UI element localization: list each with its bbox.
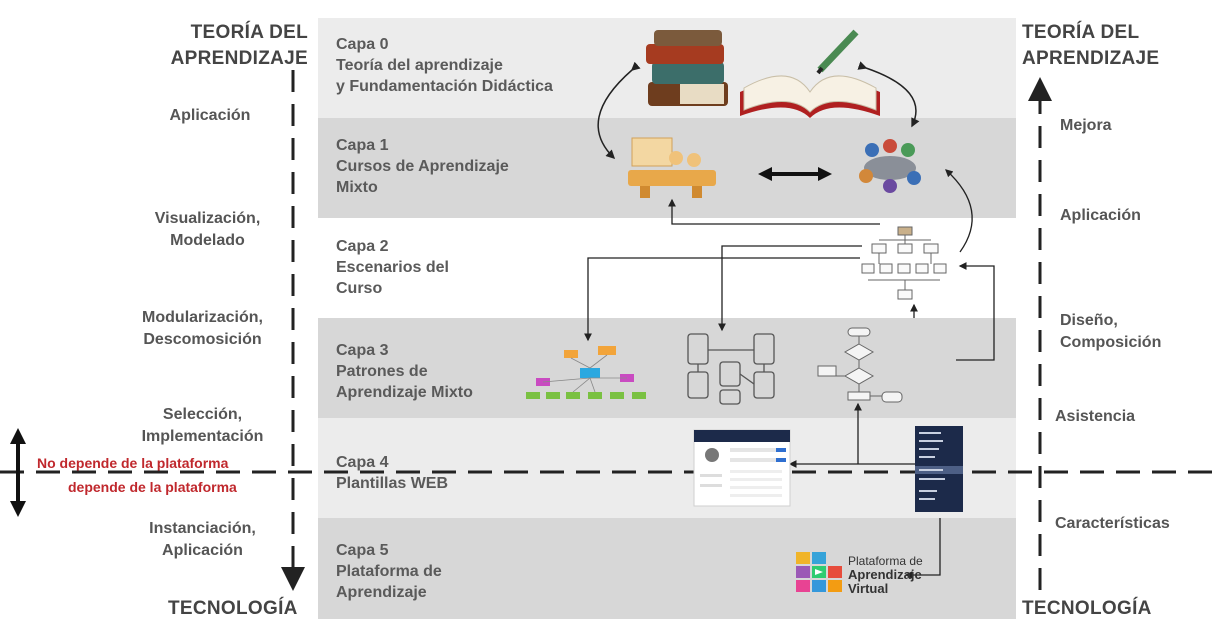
platform-independent-label: No depende de la plataforma [37,455,229,471]
left-label-aplicacion: Aplicación [169,107,251,124]
left-title-line-1: TEORÍA DEL [190,22,308,43]
right-bottom-title: TECNOLOGÍA [1022,598,1152,619]
platform-logo-icon [796,552,842,592]
layer-1-label: Capa 1 Cursos de Aprendizaje Mixto [336,137,509,196]
right-label-diseno: Diseño, Composición [1060,312,1162,351]
platform-logo-line-3: Virtual [848,581,889,596]
layer-5-label: Capa 5 Plataforma de Aprendizaje [336,542,442,601]
platform-dependent-label: depende de la plataforma [68,479,237,495]
books-icon [646,30,728,106]
left-label-visualizacion: Visualización, Modelado [154,210,261,249]
meeting-icon [859,139,921,193]
right-label-caracteristicas: Características [1055,515,1170,532]
layer-5-band [318,518,1016,619]
layer-4-band [318,418,1016,518]
mind-map-icon [526,346,646,399]
right-label-mejora: Mejora [1060,117,1112,134]
web-template-profile-icon [693,429,791,507]
bidirectional-arrow-icon [758,167,832,181]
right-title-line-2: APRENDIZAJE [1022,48,1160,69]
right-label-asistencia: Asistencia [1055,408,1136,425]
left-title-line-2: APRENDIZAJE [170,48,308,69]
left-bottom-title: TECNOLOGÍA [168,598,298,619]
layer-0-label: Capa 0 Teoría del aprendizaje y Fundamen… [336,36,553,95]
left-label-instanciacion: Instanciación, Aplicación [149,520,256,559]
platform-logo-text: Plataforma de Aprendizaje Virtual [848,554,923,596]
left-top-title: TEORÍA DEL APRENDIZAJE [150,20,308,72]
right-title-line-1: TEORÍA DEL [1022,22,1140,43]
left-label-modularizacion: Modularización, Descomosición [142,309,263,348]
flowchart-icon [817,327,903,403]
scenario-tree-icon [861,226,947,300]
right-label-aplicacion: Aplicación [1060,207,1141,224]
curved-arrow-left [597,61,641,160]
platform-logo-line-1: Plataforma de [848,554,923,568]
right-top-title: TEORÍA DEL APRENDIZAJE [1022,20,1159,72]
left-label-seleccion: Selección, Implementación [141,406,264,445]
layer-2-label: Capa 2 Escenarios del Curso [336,238,449,297]
classroom-icon [628,137,716,198]
web-template-menu-icon [915,426,963,512]
double-arrow-icon [10,428,26,517]
layer-4-label: Capa 4 Plantillas WEB [336,454,449,492]
connector-lines [584,169,995,579]
curved-arrow-right [857,61,920,128]
block-diagram-icon [687,333,775,405]
open-book-icon [740,29,880,118]
platform-logo-line-2: Aprendizaje [848,567,922,582]
layer-3-label: Capa 3 Patrones de Aprendizaje Mixto [336,342,473,401]
